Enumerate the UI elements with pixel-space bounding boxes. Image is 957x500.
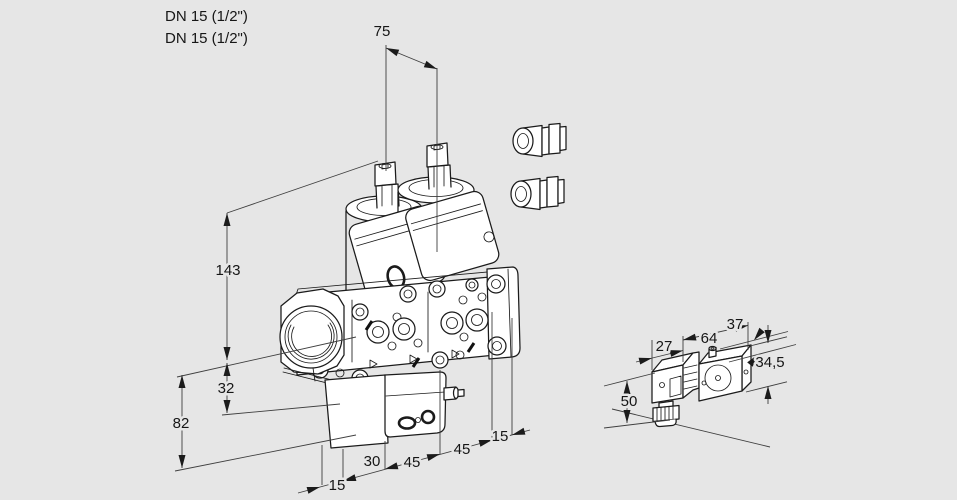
- dim-27-label: 27: [656, 338, 673, 355]
- dn-label-2: DN 15 (1/2"): [165, 30, 248, 47]
- flow-direction-marks: [369, 349, 460, 369]
- gland-nut: [652, 404, 680, 423]
- dim-75-label: 75: [374, 23, 391, 40]
- dim-32-label: 32: [218, 380, 235, 397]
- dimension-chain-bottom: 15 30 45 45 15: [297, 312, 531, 497]
- dimension-75: 75: [371, 21, 438, 252]
- dimension-82: 82: [170, 375, 357, 472]
- valve-body: [295, 266, 521, 379]
- dim-50-label: 50: [621, 393, 638, 410]
- dimension-34_5: 34,5: [745, 325, 788, 404]
- chain-45b-label: 45: [454, 441, 471, 458]
- inlet-flange: [279, 288, 369, 389]
- dimension-50: 50: [603, 372, 671, 429]
- bottom-block: [324, 371, 465, 449]
- chain-30-label: 30: [364, 453, 381, 470]
- threaded-bore: [279, 305, 343, 369]
- dim-82-label: 82: [173, 415, 190, 432]
- cable-gland-2: [510, 175, 565, 211]
- chain-15a-label: 15: [329, 477, 346, 494]
- dimension-37: 37: [719, 314, 797, 367]
- dimension-32: 32: [215, 363, 341, 416]
- dim-64-label: 64: [701, 330, 718, 347]
- dimension-64: 64: [682, 322, 749, 350]
- dim-143-label: 143: [215, 262, 240, 279]
- dim-34-5-label: 34,5: [755, 354, 784, 371]
- cable-gland-1: [512, 122, 567, 158]
- plug-connector: [651, 364, 684, 404]
- dimension-143: 143: [176, 160, 379, 378]
- chain-15b-label: 15: [492, 428, 509, 445]
- actuator-cover-right: [405, 190, 500, 282]
- chain-45a-label: 45: [404, 454, 421, 471]
- ground-extension-line: [611, 408, 771, 448]
- dimension-27: 27: [635, 336, 684, 370]
- dim-37-label: 37: [727, 316, 744, 333]
- dn-label-1: DN 15 (1/2"): [165, 8, 248, 25]
